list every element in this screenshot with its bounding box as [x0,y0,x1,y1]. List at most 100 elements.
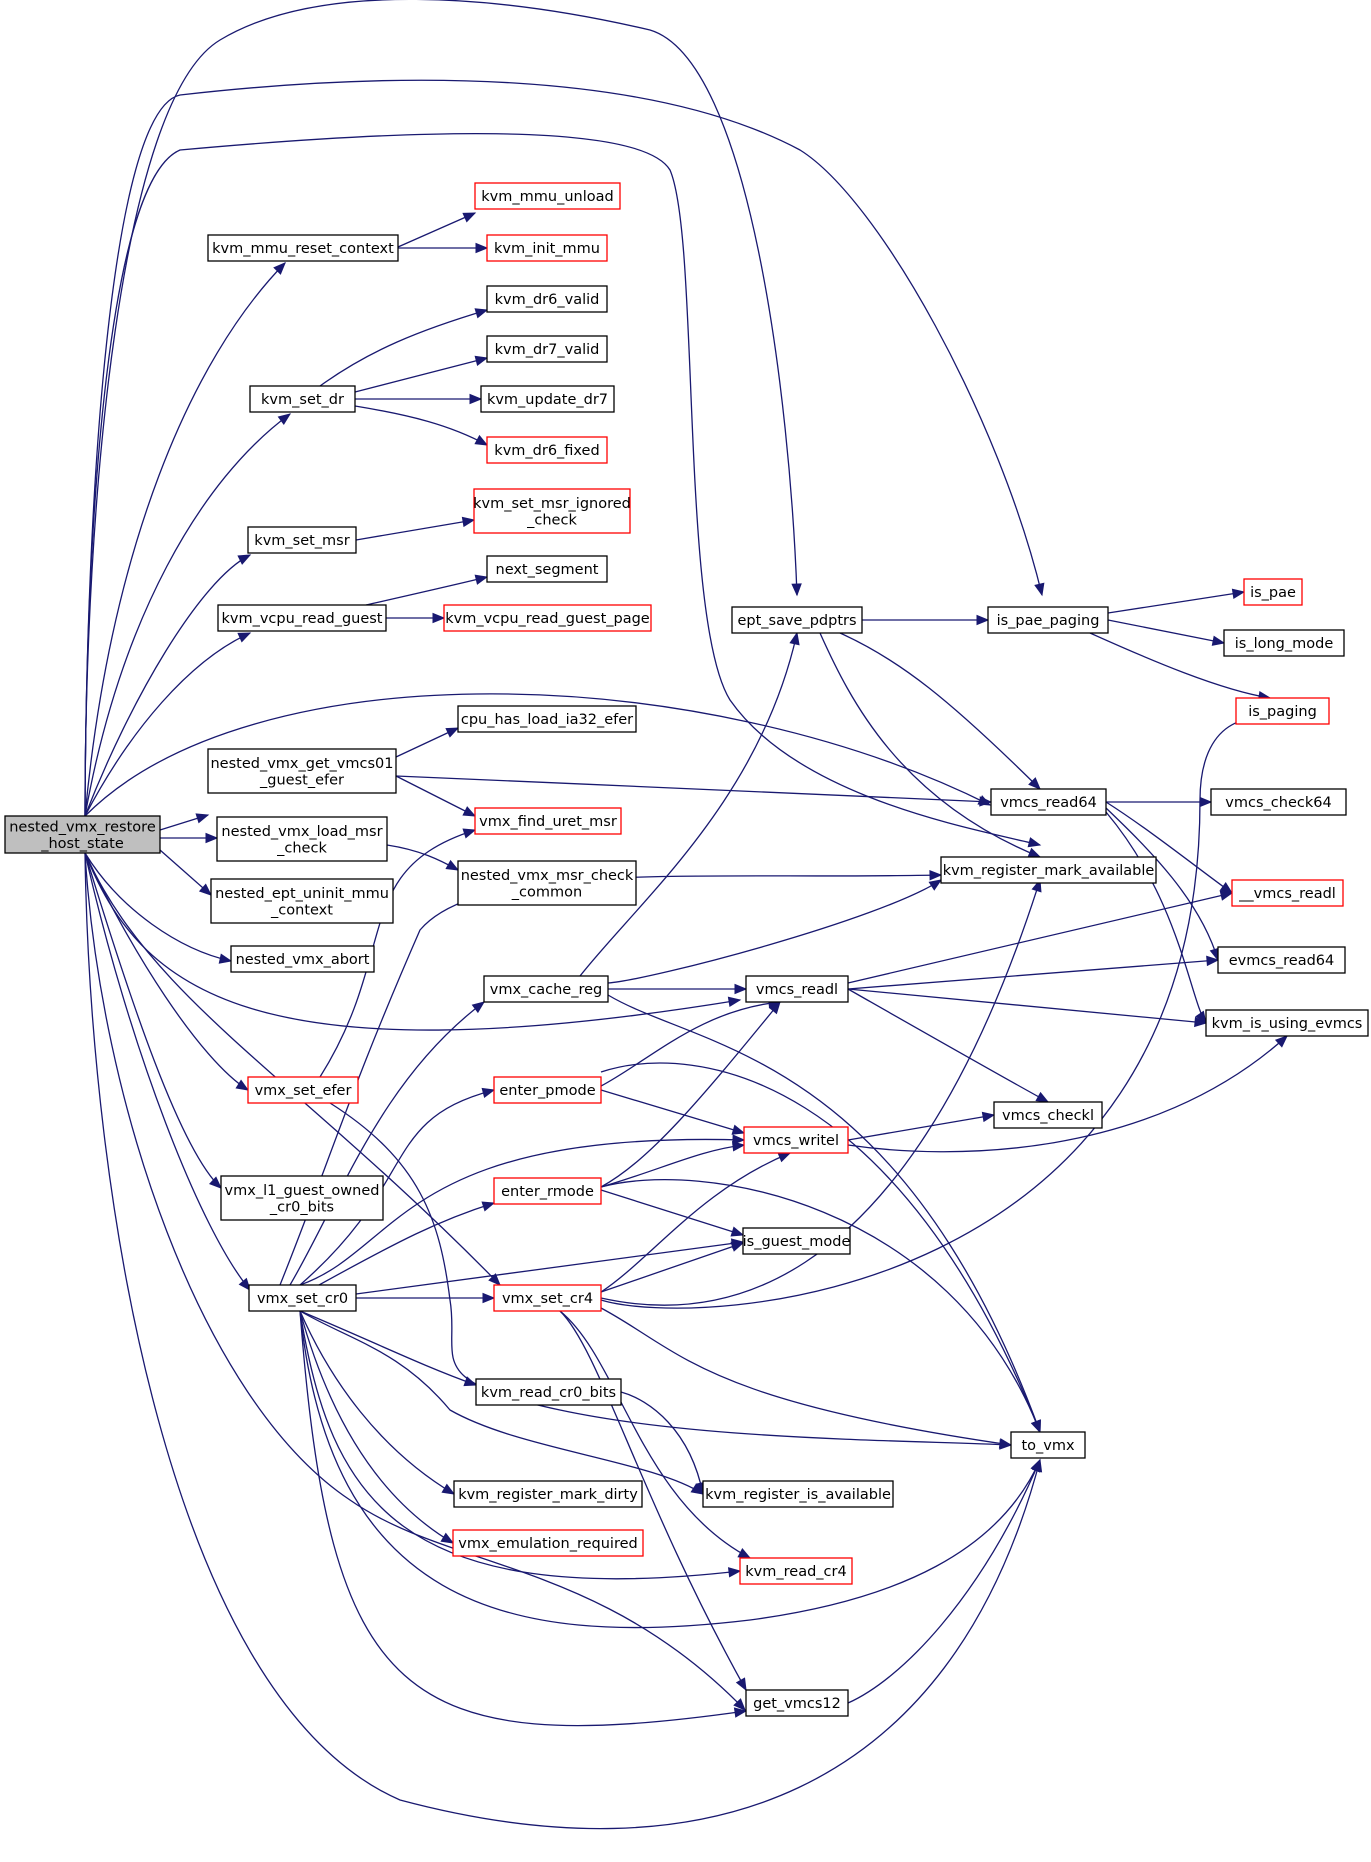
call-edge-line [84,852,1041,1830]
graph-node-vmcs-readl[interactable]: vmcs_readl [745,975,849,1003]
node-box [207,748,397,794]
node-label: kvm_read_cr4 [745,1564,846,1580]
graph-node-kvm-dr6-fixed[interactable]: kvm_dr6_fixed [486,436,608,464]
graph-node-kvm-update-dr7[interactable]: kvm_update_dr7 [480,385,615,413]
call-edge [84,262,286,817]
call-edge-line [299,1310,1041,1629]
graph-node-cpu-has-load-ia32-efer[interactable]: cpu_has_load_ia32_efer [457,705,637,733]
node-label: is_pae [1250,585,1296,601]
graph-node-kvm-mmu-reset-context[interactable]: kvm_mmu_reset_context [207,234,399,262]
graph-node-kvm-read-cr4[interactable]: kvm_read_cr4 [739,1557,853,1585]
graph-node-vmx-l1-guest-owned-cr0-bits[interactable]: vmx_l1_guest_owned_cr0_bits [220,1175,384,1221]
arrowhead [218,953,233,964]
call-edge [386,844,460,871]
graph-node-nested-ept-uninit-mmu-context[interactable]: nested_ept_uninit_mmu_context [210,878,394,924]
node-box [248,1284,357,1312]
node-box [493,1177,602,1205]
graph-node-kvm-dr7-valid[interactable]: kvm_dr7_valid [486,335,608,363]
graph-node-vmx-set-cr0[interactable]: vmx_set_cr0 [248,1284,357,1312]
arrowhead [235,1079,250,1091]
call-edge-line [289,1001,485,1286]
graph-node-vmcs-writel[interactable]: vmcs_writel [743,1126,849,1154]
call-edge [847,988,1208,1028]
arrowhead [730,1241,745,1252]
call-edge-line [84,852,222,1189]
graph-node-get-vmcs12[interactable]: get_vmcs12 [745,1689,849,1717]
call-edge [847,988,1050,1103]
graph-node-nested-vmx-abort[interactable]: nested_vmx_abort [230,945,375,973]
graph-node-nested-vmx-get-vmcs01-guest-efer[interactable]: nested_vmx_get_vmcs01_guest_efer [207,748,397,794]
graph-node-root[interactable]: nested_vmx_restore_host_state [4,815,161,854]
call-edge-line [84,79,1043,817]
node-label: enter_rmode [501,1184,594,1200]
graph-node-to-vmx[interactable]: to_vmx [1010,1431,1086,1459]
graph-node-kvm-vcpu-read-guest[interactable]: kvm_vcpu_read_guest [217,604,387,632]
graph-node-kvm-dr6-valid[interactable]: kvm_dr6_valid [486,285,608,313]
graph-node-kvm-register-is-available[interactable]: kvm_register_is_available [702,1480,894,1508]
arrowhead [998,1438,1013,1449]
call-edge [289,1001,486,1286]
arrowhead [1034,582,1045,597]
graph-node-kvm-read-cr0-bits[interactable]: kvm_read_cr0_bits [475,1378,622,1406]
node-label: is_long_mode [1235,636,1334,652]
call-edge-line [397,212,476,248]
call-edge [159,849,212,896]
graph-node-vmcs-check64[interactable]: vmcs_check64 [1210,788,1347,816]
graph-node-kvm-vcpu-read-guest-page[interactable]: kvm_vcpu_read_guest_page [443,604,652,632]
graph-node-vmx-emulation-required[interactable]: vmx_emulation_required [452,1529,644,1557]
call-edge [607,994,1041,1434]
call-edge-line [84,852,251,1291]
graph-node-is-pae-paging[interactable]: is_pae_paging [987,606,1109,634]
call-edge [84,852,251,1292]
node-label: kvm_mmu_unload [481,189,613,205]
arrowhead [1194,1016,1208,1028]
call-edge-line [84,852,501,1286]
graph-node-kvm-register-mark-dirty[interactable]: kvm_register_mark_dirty [453,1480,643,1508]
graph-node-vmx-find-uret-msr[interactable]: vmx_find_uret_msr [474,807,622,835]
arrowhead [440,1532,455,1544]
node-label: _common [511,884,582,900]
graph-node-is-pae[interactable]: is_pae [1243,578,1303,606]
call-edge [84,554,252,817]
call-edge [84,413,292,817]
node-label: nested_vmx_restore [9,819,156,835]
arrowhead [474,308,489,319]
graph-node-kvm-set-msr-ignored-check[interactable]: kvm_set_msr_ignored_check [473,488,631,534]
graph-node-nested-vmx-load-msr-check[interactable]: nested_vmx_load_msr_check [216,816,388,862]
graph-node-is-paging[interactable]: is_paging [1235,697,1330,725]
graph-node-kvm-is-using-evmcs[interactable]: kvm_is_using_evmcs [1205,1009,1369,1037]
graph-node-vmx-set-efer[interactable]: vmx_set_efer [247,1076,359,1104]
graph-node-kvm-register-mark-available[interactable]: kvm_register_mark_available [940,856,1157,884]
graph-node-evmcs-read64[interactable]: evmcs_read64 [1217,946,1346,974]
arrowhead [731,1141,746,1152]
node-label: kvm_set_dr [261,392,344,408]
node-box [745,975,849,1003]
graph-node-is-long-mode[interactable]: is_long_mode [1223,629,1345,657]
graph-node-enter-pmode[interactable]: enter_pmode [493,1076,602,1104]
graph-node-vmx-set-cr4[interactable]: vmx_set_cr4 [493,1284,602,1312]
call-edge-line [1089,632,1271,699]
graph-node-vmx-cache-reg[interactable]: vmx_cache_reg [483,975,609,1003]
node-label: vmcs_checkl [1002,1108,1094,1124]
call-edge-line [279,874,942,1286]
call-edge [607,879,943,984]
graph-node-vmcs-checkl[interactable]: vmcs_checkl [993,1101,1103,1129]
call-edge-line [309,1202,495,1291]
graph-node-vmcs-read64[interactable]: vmcs_read64 [990,788,1107,816]
node-box [1223,629,1345,657]
graph-node-kvm-mmu-unload[interactable]: kvm_mmu_unload [474,182,621,210]
graph-node-kvm-set-dr[interactable]: kvm_set_dr [249,385,356,413]
graph-node-ept-save-pdptrs[interactable]: ept_save_pdptrs [731,606,863,634]
graph-node-kvm-set-msr[interactable]: kvm_set_msr [247,526,357,554]
node-box [1210,788,1347,816]
node-label: kvm_init_mmu [494,241,600,257]
node-label: kvm_vcpu_read_guest [221,611,382,627]
graph-node-next-segment[interactable]: next_segment [486,555,608,583]
graph-node-enter-rmode[interactable]: enter_rmode [493,1177,602,1205]
call-edge-line [819,632,1041,858]
graph-node-nested-vmx-msr-check-common[interactable]: nested_vmx_msr_check_common [457,860,637,906]
graph-node-kvm-init-mmu[interactable]: kvm_init_mmu [486,234,608,262]
graph-node-is-guest-mode[interactable]: is_guest_mode [742,1227,851,1255]
graph-node-vmcs-readl[interactable]: __vmcs_readl [1231,879,1344,907]
call-edge [279,869,943,1286]
